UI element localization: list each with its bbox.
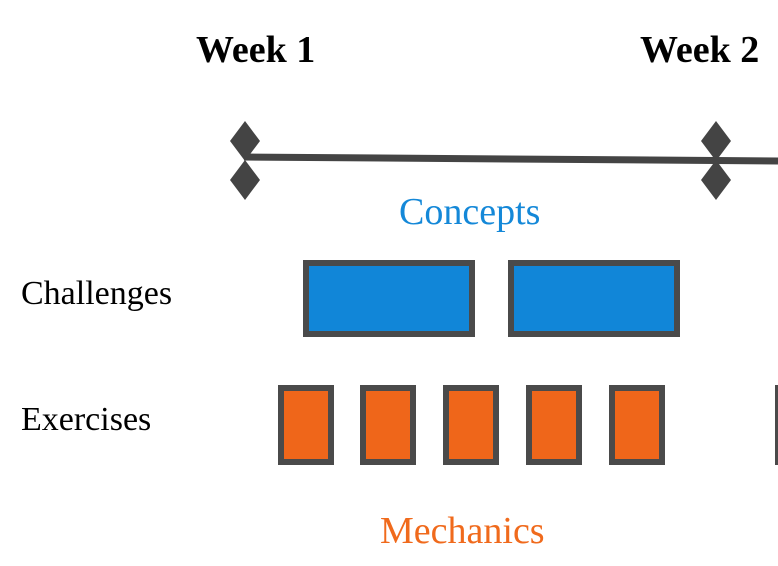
exercises-row-label: Exercises (21, 401, 152, 438)
exercise-block (609, 385, 665, 465)
challenge-block (303, 260, 475, 337)
mechanics-label: Mechanics (380, 510, 545, 552)
week-1-milestone (230, 121, 260, 200)
week-2-label: Week 2 (640, 29, 760, 71)
week-2-diamond-bottom (701, 160, 731, 200)
exercise-block (278, 385, 334, 465)
concepts-label: Concepts (399, 191, 541, 233)
week-2-diamond-top (701, 121, 731, 161)
week-2-milestone (701, 121, 731, 200)
exercise-block (443, 385, 499, 465)
exercise-block (526, 385, 582, 465)
exercise-block (360, 385, 416, 465)
week-1-diamond-top (230, 121, 260, 161)
challenge-block (508, 260, 680, 337)
timeline-line (243, 153, 778, 165)
week-1-diamond-bottom (230, 160, 260, 200)
challenges-row-label: Challenges (21, 275, 173, 312)
exercise-block-partial (775, 385, 778, 465)
week-1-label: Week 1 (196, 29, 316, 71)
